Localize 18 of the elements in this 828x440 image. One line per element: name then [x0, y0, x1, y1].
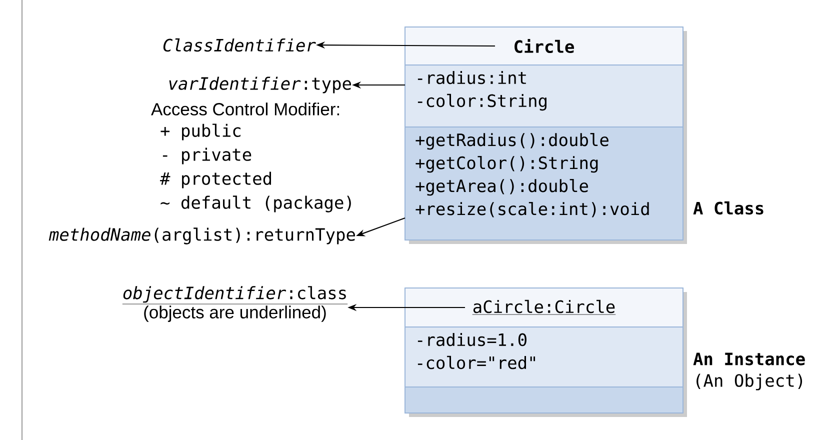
class-name-compartment: Circle	[404, 26, 684, 66]
annotation-text: objectIdentifier:class (objects are underlined)	[122, 286, 348, 322]
annotation-text: varIdentifier:type	[169, 76, 351, 94]
list-item: ~ default (package)	[160, 196, 351, 212]
caption-text: An Instance	[693, 352, 805, 366]
attribute-compartment: -radius:int -color:String	[404, 64, 684, 128]
method-compartment	[404, 386, 684, 414]
label-text: Access Control Modifier:	[151, 102, 339, 116]
attribute-compartment: -radius=1.0 -color="red"	[404, 326, 684, 388]
annotation-text: ClassIdentifier	[163, 38, 316, 52]
annotation-text: methodName(arglist):returnType	[48, 228, 355, 244]
list-item: + public	[160, 124, 240, 140]
list-item: - private	[162, 148, 252, 164]
caption-text: A Class	[693, 201, 764, 215]
method-compartment: +getRadius():double +getColor():String +getArea():double +resize(scale:int):void	[404, 126, 684, 240]
caption-text: (An Object)	[696, 374, 802, 390]
list-item: # protected	[160, 172, 271, 188]
object-name-compartment: aCircle:Circle	[404, 288, 684, 328]
